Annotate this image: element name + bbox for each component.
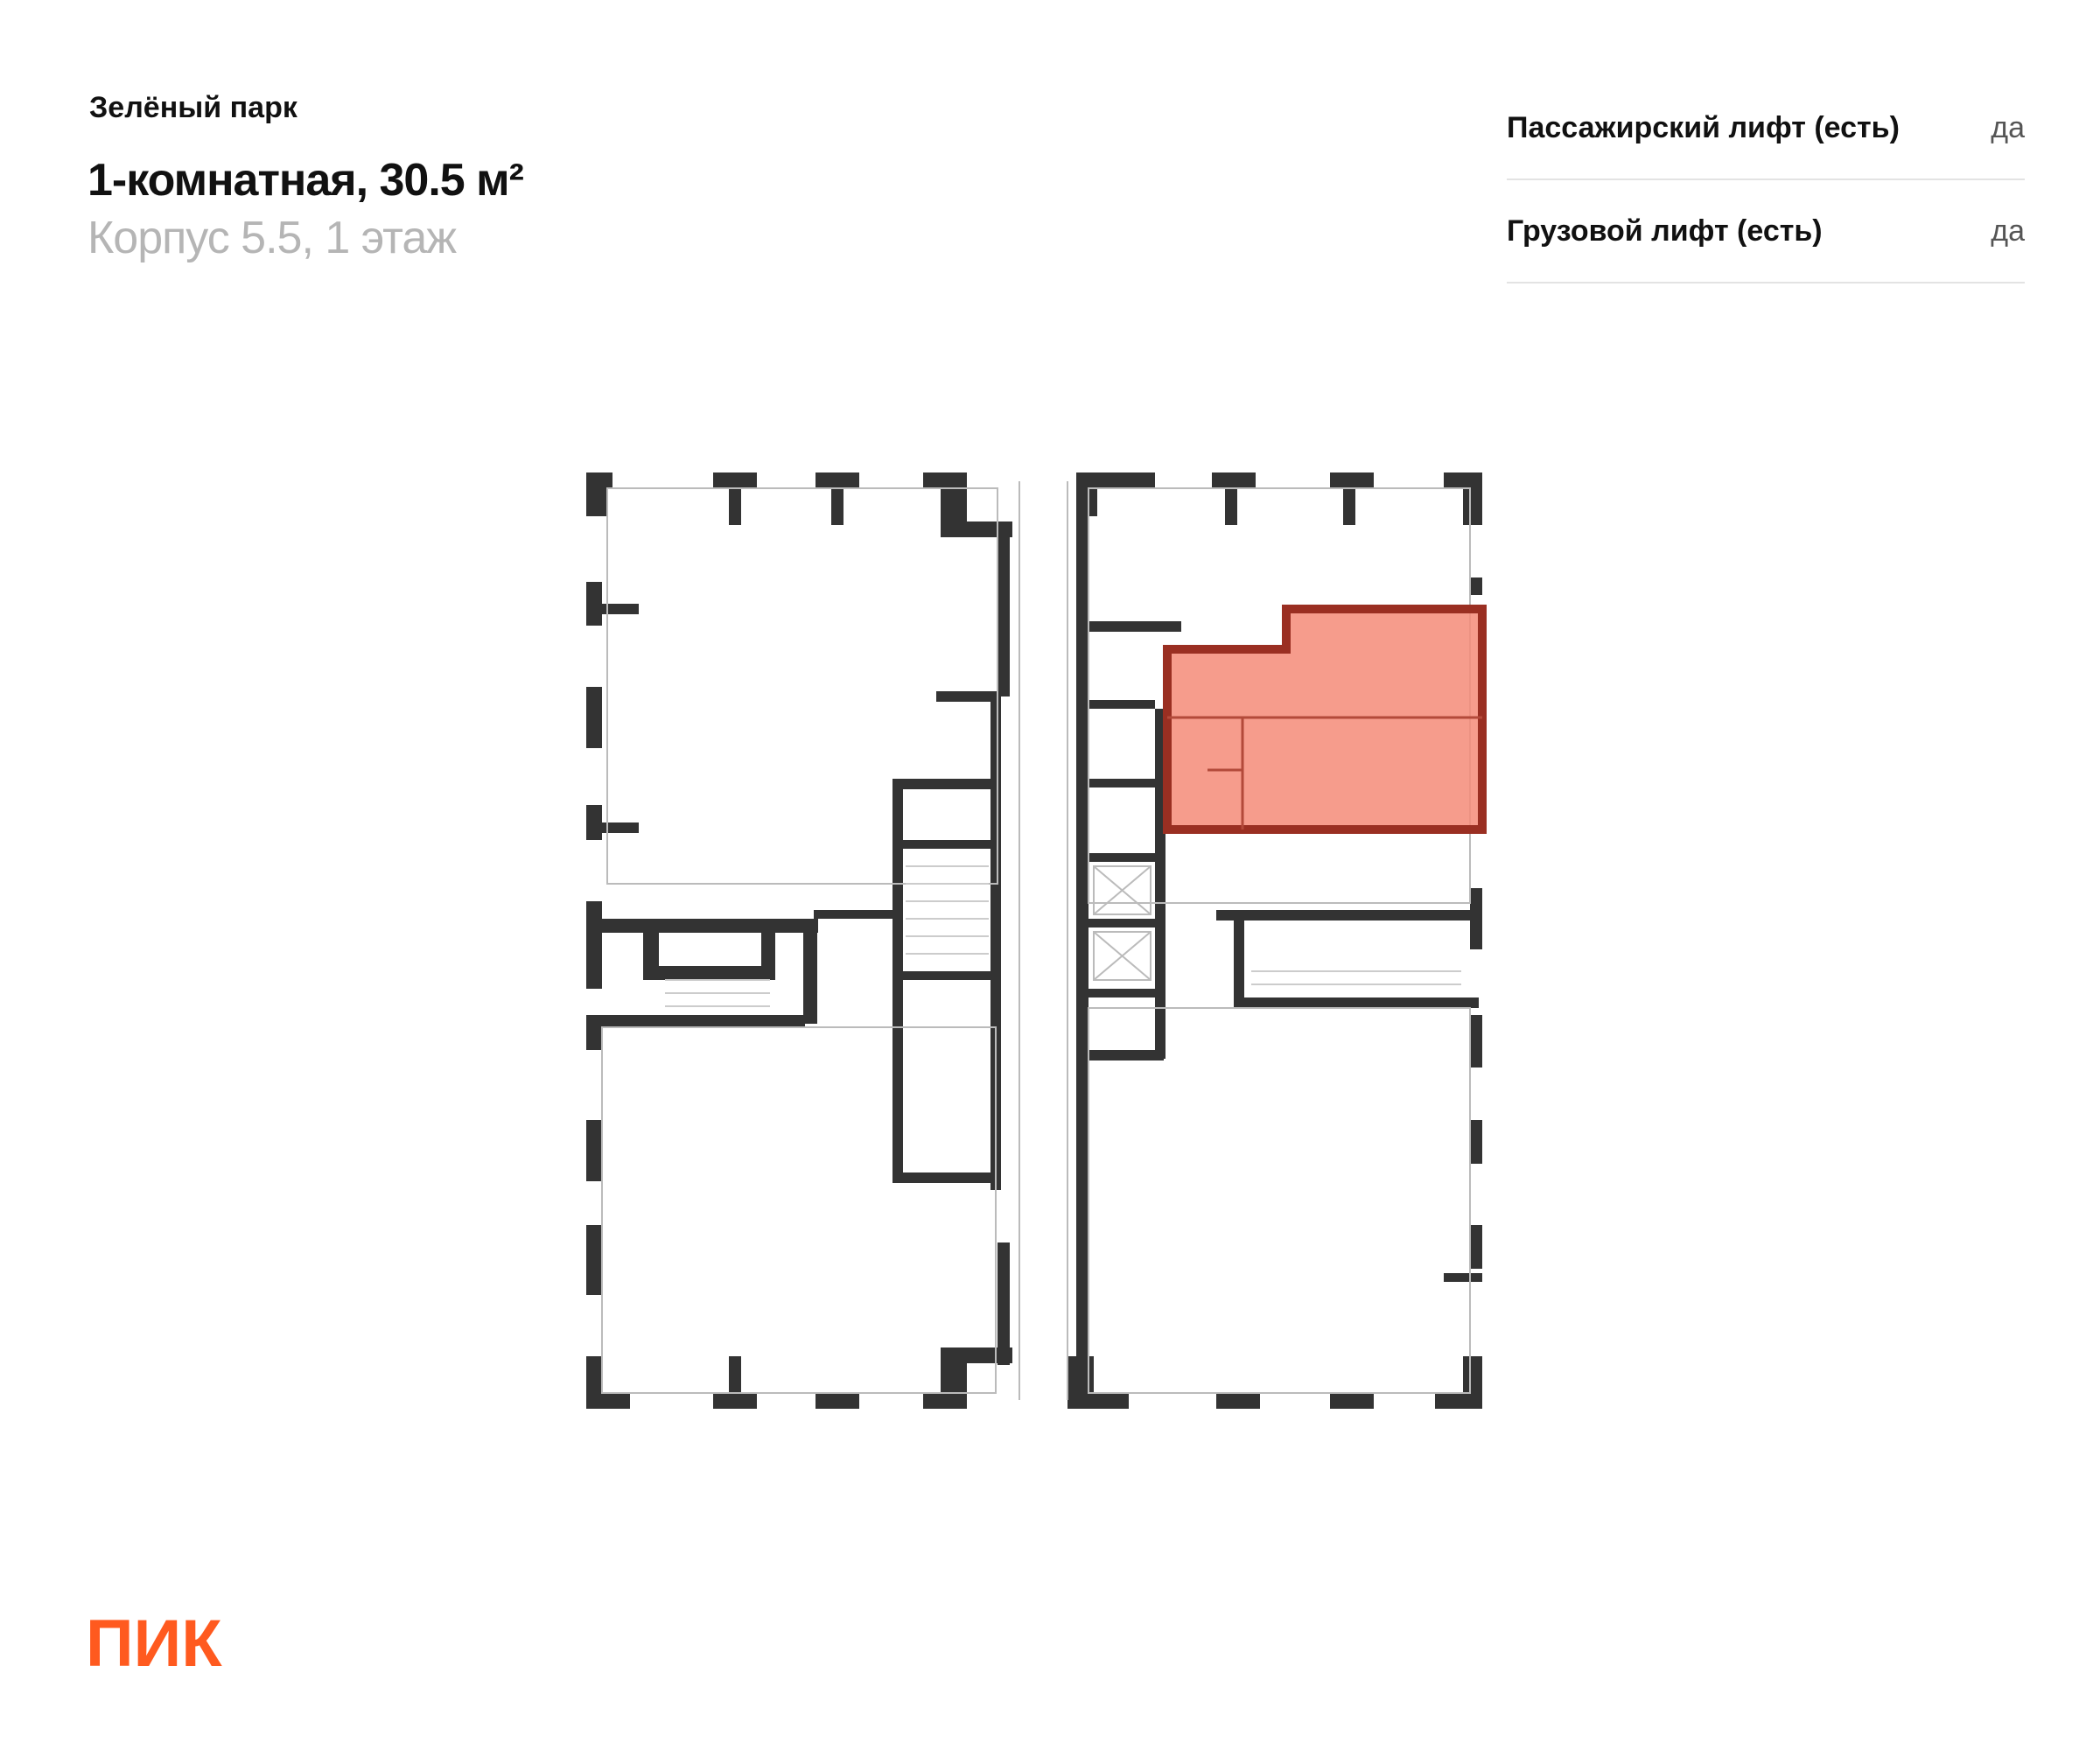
features-list: Пассажирский лифт (есть) да Грузовой лиф… — [1507, 77, 2025, 284]
highlighted-apartment — [1163, 605, 1487, 834]
pik-logo: ПИК — [86, 1615, 222, 1671]
floor-plan-thin-lines — [601, 481, 1471, 1400]
feature-value: да — [1991, 214, 2025, 248]
elevators — [1093, 865, 1152, 981]
feature-name: Грузовой лифт (есть) — [1507, 214, 1823, 248]
feature-row-passenger-lift: Пассажирский лифт (есть) да — [1507, 77, 2025, 180]
stairs — [665, 865, 1461, 1007]
project-name: Зелёный парк — [89, 91, 298, 124]
floor-plan — [586, 472, 1487, 1409]
feature-row-freight-lift: Грузовой лифт (есть) да — [1507, 180, 2025, 284]
floor-plan-walls — [586, 472, 1482, 1409]
feature-value: да — [1991, 110, 2025, 144]
feature-name: Пассажирский лифт (есть) — [1507, 110, 1900, 144]
logo-text: ПИК — [86, 1615, 222, 1671]
building-floor-subtitle: Корпус 5.5, 1 этаж — [88, 213, 457, 263]
apartment-title: 1-комнатная, 30.5 м² — [88, 155, 524, 206]
